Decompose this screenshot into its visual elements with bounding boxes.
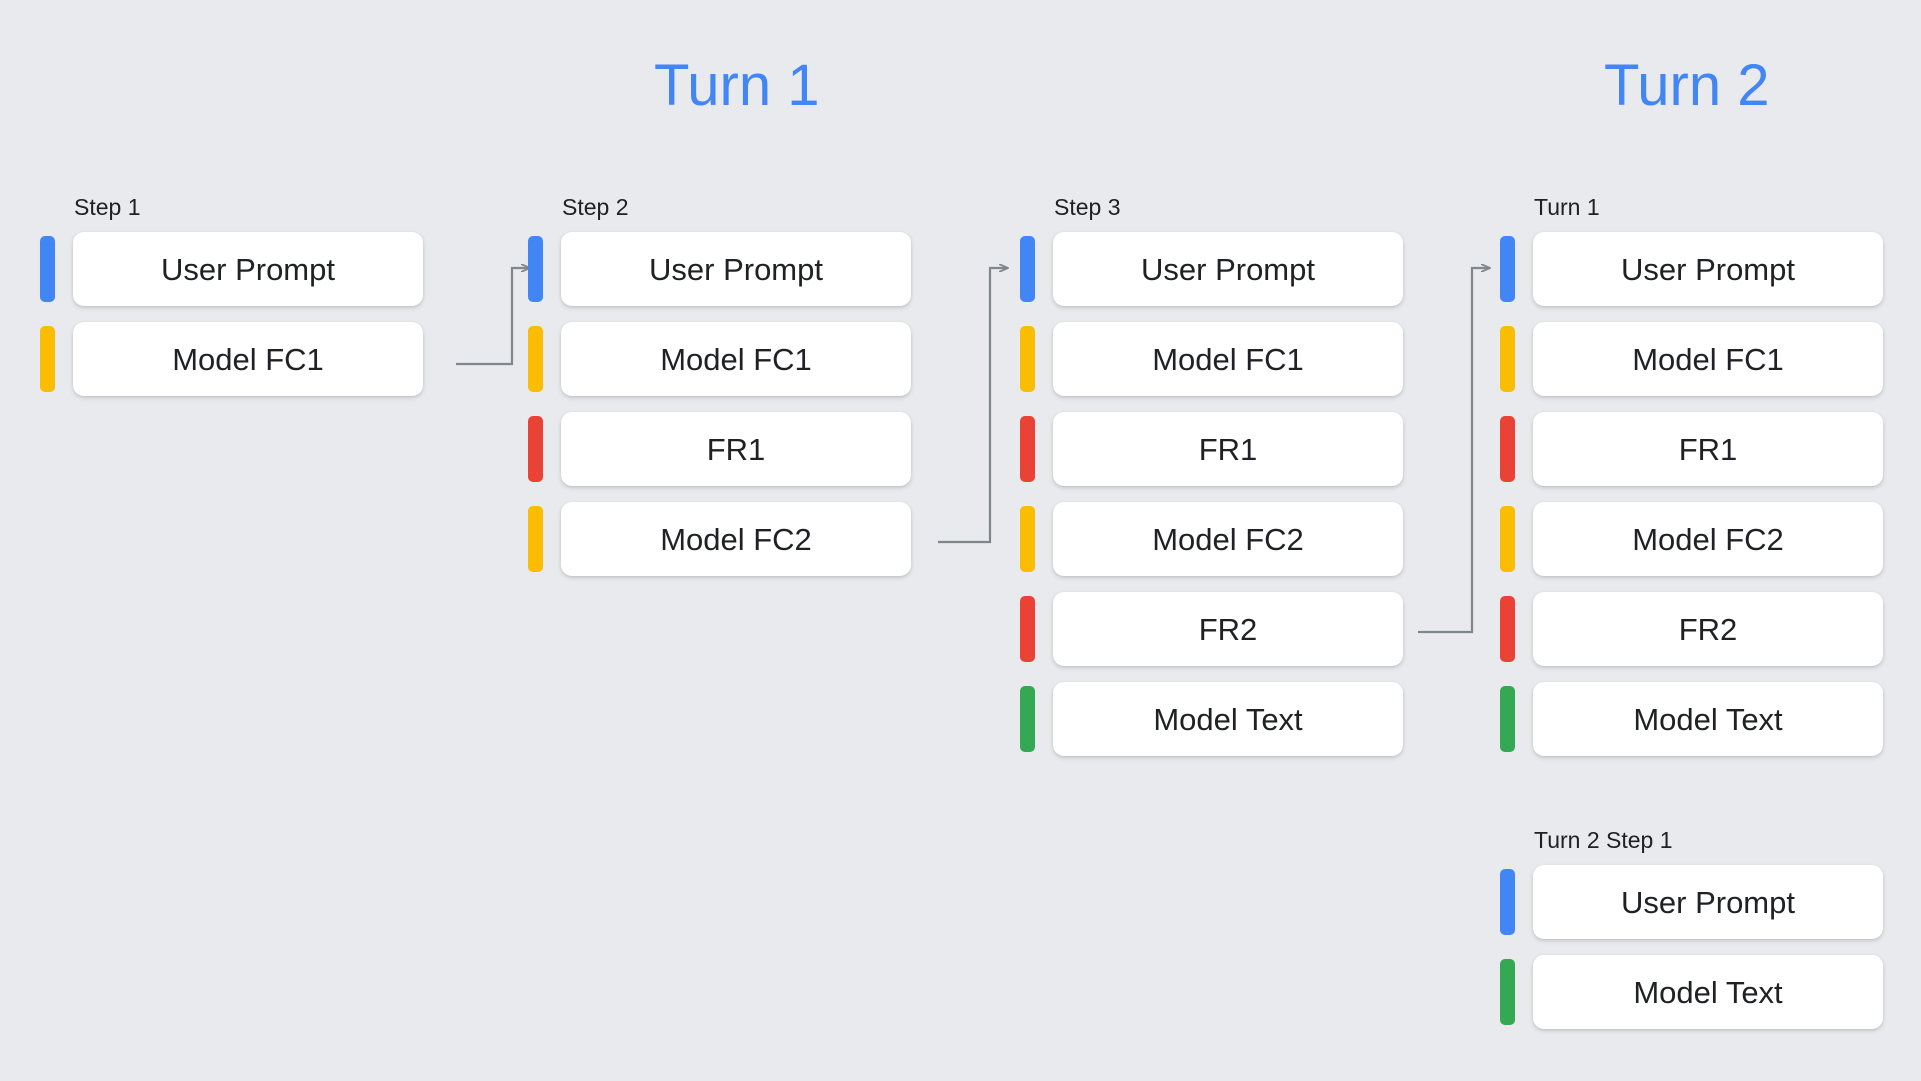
function-response-swatch: [528, 416, 543, 482]
message-card-label: Model FC2: [1632, 521, 1784, 557]
message-card-label: FR1: [1198, 431, 1258, 467]
row-item: Model FC2: [1500, 502, 1883, 576]
connector-step3-to-turn2: [1418, 268, 1490, 634]
model-fc-swatch: [1020, 506, 1035, 572]
function-response-swatch: [1020, 416, 1035, 482]
message-card[interactable]: Model FC1: [1533, 322, 1883, 396]
message-card-label: FR1: [1678, 431, 1738, 467]
turn-2-heading: Turn 2: [1604, 53, 1770, 118]
message-card[interactable]: User Prompt: [1533, 232, 1883, 306]
message-card-label: Model Text: [1633, 974, 1783, 1010]
function-response-swatch: [1500, 596, 1515, 662]
message-card-label: User Prompt: [1621, 251, 1795, 287]
model-text-swatch: [1500, 686, 1515, 752]
row-item: User Prompt: [528, 232, 911, 306]
message-card[interactable]: FR2: [1053, 592, 1403, 666]
message-card-label: Model FC2: [1152, 521, 1304, 557]
user-prompt-swatch: [1020, 236, 1035, 302]
message-card-label: User Prompt: [1141, 251, 1315, 287]
row-item: Model FC1: [1500, 322, 1883, 396]
message-card-label: FR2: [1678, 611, 1738, 647]
function-response-swatch: [1500, 416, 1515, 482]
row-item: FR2: [1020, 592, 1403, 666]
function-response-swatch: [1020, 596, 1035, 662]
message-card-label: FR2: [1198, 611, 1258, 647]
row-item: Model FC1: [528, 322, 911, 396]
user-prompt-swatch: [40, 236, 55, 302]
message-card[interactable]: FR1: [1053, 412, 1403, 486]
column-label-step-2: Step 2: [562, 194, 629, 220]
message-card-label: Model FC1: [172, 341, 324, 377]
row-item: User Prompt: [1500, 865, 1883, 939]
connector-step2-to-step3: [938, 268, 1008, 544]
row-item: FR2: [1500, 592, 1883, 666]
message-card[interactable]: FR1: [1533, 412, 1883, 486]
row-item: User Prompt: [1020, 232, 1403, 306]
message-card-label: Model FC1: [660, 341, 812, 377]
user-prompt-swatch: [1500, 869, 1515, 935]
row-item: Model Text: [1020, 682, 1403, 756]
column-label-turn-2-step-1: Turn 2 Step 1: [1534, 827, 1673, 853]
message-card-label: Model Text: [1633, 701, 1783, 737]
message-card[interactable]: Model FC2: [1053, 502, 1403, 576]
model-fc-swatch: [528, 326, 543, 392]
message-card[interactable]: Model FC1: [73, 322, 423, 396]
user-prompt-swatch: [528, 236, 543, 302]
row-item: Model Text: [1500, 682, 1883, 756]
message-card-label: User Prompt: [649, 251, 823, 287]
row-item: User Prompt: [40, 232, 423, 306]
column-label-turn-2-turn-1: Turn 1: [1534, 194, 1600, 220]
message-card[interactable]: User Prompt: [73, 232, 423, 306]
model-fc-swatch: [1500, 326, 1515, 392]
message-card[interactable]: Model Text: [1053, 682, 1403, 756]
model-fc-swatch: [1500, 506, 1515, 572]
message-card[interactable]: Model FC1: [561, 322, 911, 396]
message-card-label: Model FC2: [660, 521, 812, 557]
message-card[interactable]: User Prompt: [1533, 865, 1883, 939]
message-card[interactable]: Model FC1: [1053, 322, 1403, 396]
row-item: User Prompt: [1500, 232, 1883, 306]
message-card[interactable]: User Prompt: [1053, 232, 1403, 306]
connector-step1-to-step2: [456, 268, 530, 366]
message-card[interactable]: Model Text: [1533, 682, 1883, 756]
message-card[interactable]: FR2: [1533, 592, 1883, 666]
model-text-swatch: [1020, 686, 1035, 752]
message-card-label: Model FC1: [1152, 341, 1304, 377]
message-card[interactable]: Model FC2: [561, 502, 911, 576]
column-label-step-3: Step 3: [1054, 194, 1121, 220]
model-fc-swatch: [528, 506, 543, 572]
message-card[interactable]: Model Text: [1533, 955, 1883, 1029]
row-item: Model FC2: [528, 502, 911, 576]
row-item: Model FC2: [1020, 502, 1403, 576]
row-item: FR1: [1500, 412, 1883, 486]
turn-1-heading: Turn 1: [654, 53, 820, 118]
message-card-label: FR1: [706, 431, 766, 467]
message-card-label: Model FC1: [1632, 341, 1784, 377]
model-fc-swatch: [1020, 326, 1035, 392]
model-text-swatch: [1500, 959, 1515, 1025]
message-card[interactable]: FR1: [561, 412, 911, 486]
user-prompt-swatch: [1500, 236, 1515, 302]
message-card-label: User Prompt: [161, 251, 335, 287]
message-card-label: User Prompt: [1621, 884, 1795, 920]
message-card[interactable]: Model FC2: [1533, 502, 1883, 576]
column-label-step-1: Step 1: [74, 194, 141, 220]
row-item: FR1: [528, 412, 911, 486]
message-card[interactable]: User Prompt: [561, 232, 911, 306]
row-item: Model FC1: [40, 322, 423, 396]
row-item: Model Text: [1500, 955, 1883, 1029]
row-item: Model FC1: [1020, 322, 1403, 396]
model-fc-swatch: [40, 326, 55, 392]
row-item: FR1: [1020, 412, 1403, 486]
message-card-label: Model Text: [1153, 701, 1303, 737]
